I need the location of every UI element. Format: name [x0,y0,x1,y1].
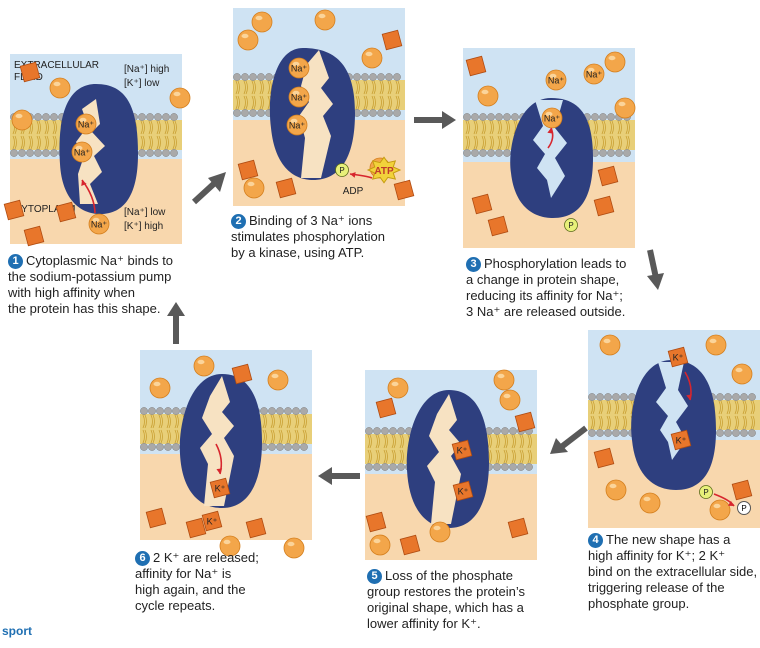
cytoplasm-label: CYTOPLASM [14,204,76,216]
cycle-arrow-2-to-3 [412,110,458,130]
k-high-label: [K⁺] high [124,221,163,233]
membrane-scene-5 [365,370,537,560]
cycle-arrow-5-to-6 [316,466,362,486]
step-2-badge: 2 [231,214,246,229]
membrane-scene-2 [233,8,405,206]
footer-text: sport [2,624,32,638]
panel-step-4 [588,330,760,528]
membrane-scene-6 [140,350,312,540]
step-5-badge: 5 [367,569,382,584]
step-6-badge: 6 [135,551,150,566]
membrane-scene-4 [588,330,760,528]
panel-step-3 [463,48,635,248]
cycle-arrow-1-to-2 [188,168,232,208]
membrane-scene-3 [463,48,635,248]
step-4-badge: 4 [588,533,603,548]
step-1-badge: 1 [8,254,23,269]
panel-step-6 [140,350,312,540]
panel-step-5 [365,370,537,560]
na-low-label: [Na⁺] low [124,207,165,219]
panel-step-2 [233,8,405,206]
na-high-label: [Na⁺] high [124,64,169,76]
k-low-label: [K⁺] low [124,78,159,90]
cycle-arrow-4-to-5 [546,424,590,458]
step-3-badge: 3 [466,257,481,272]
